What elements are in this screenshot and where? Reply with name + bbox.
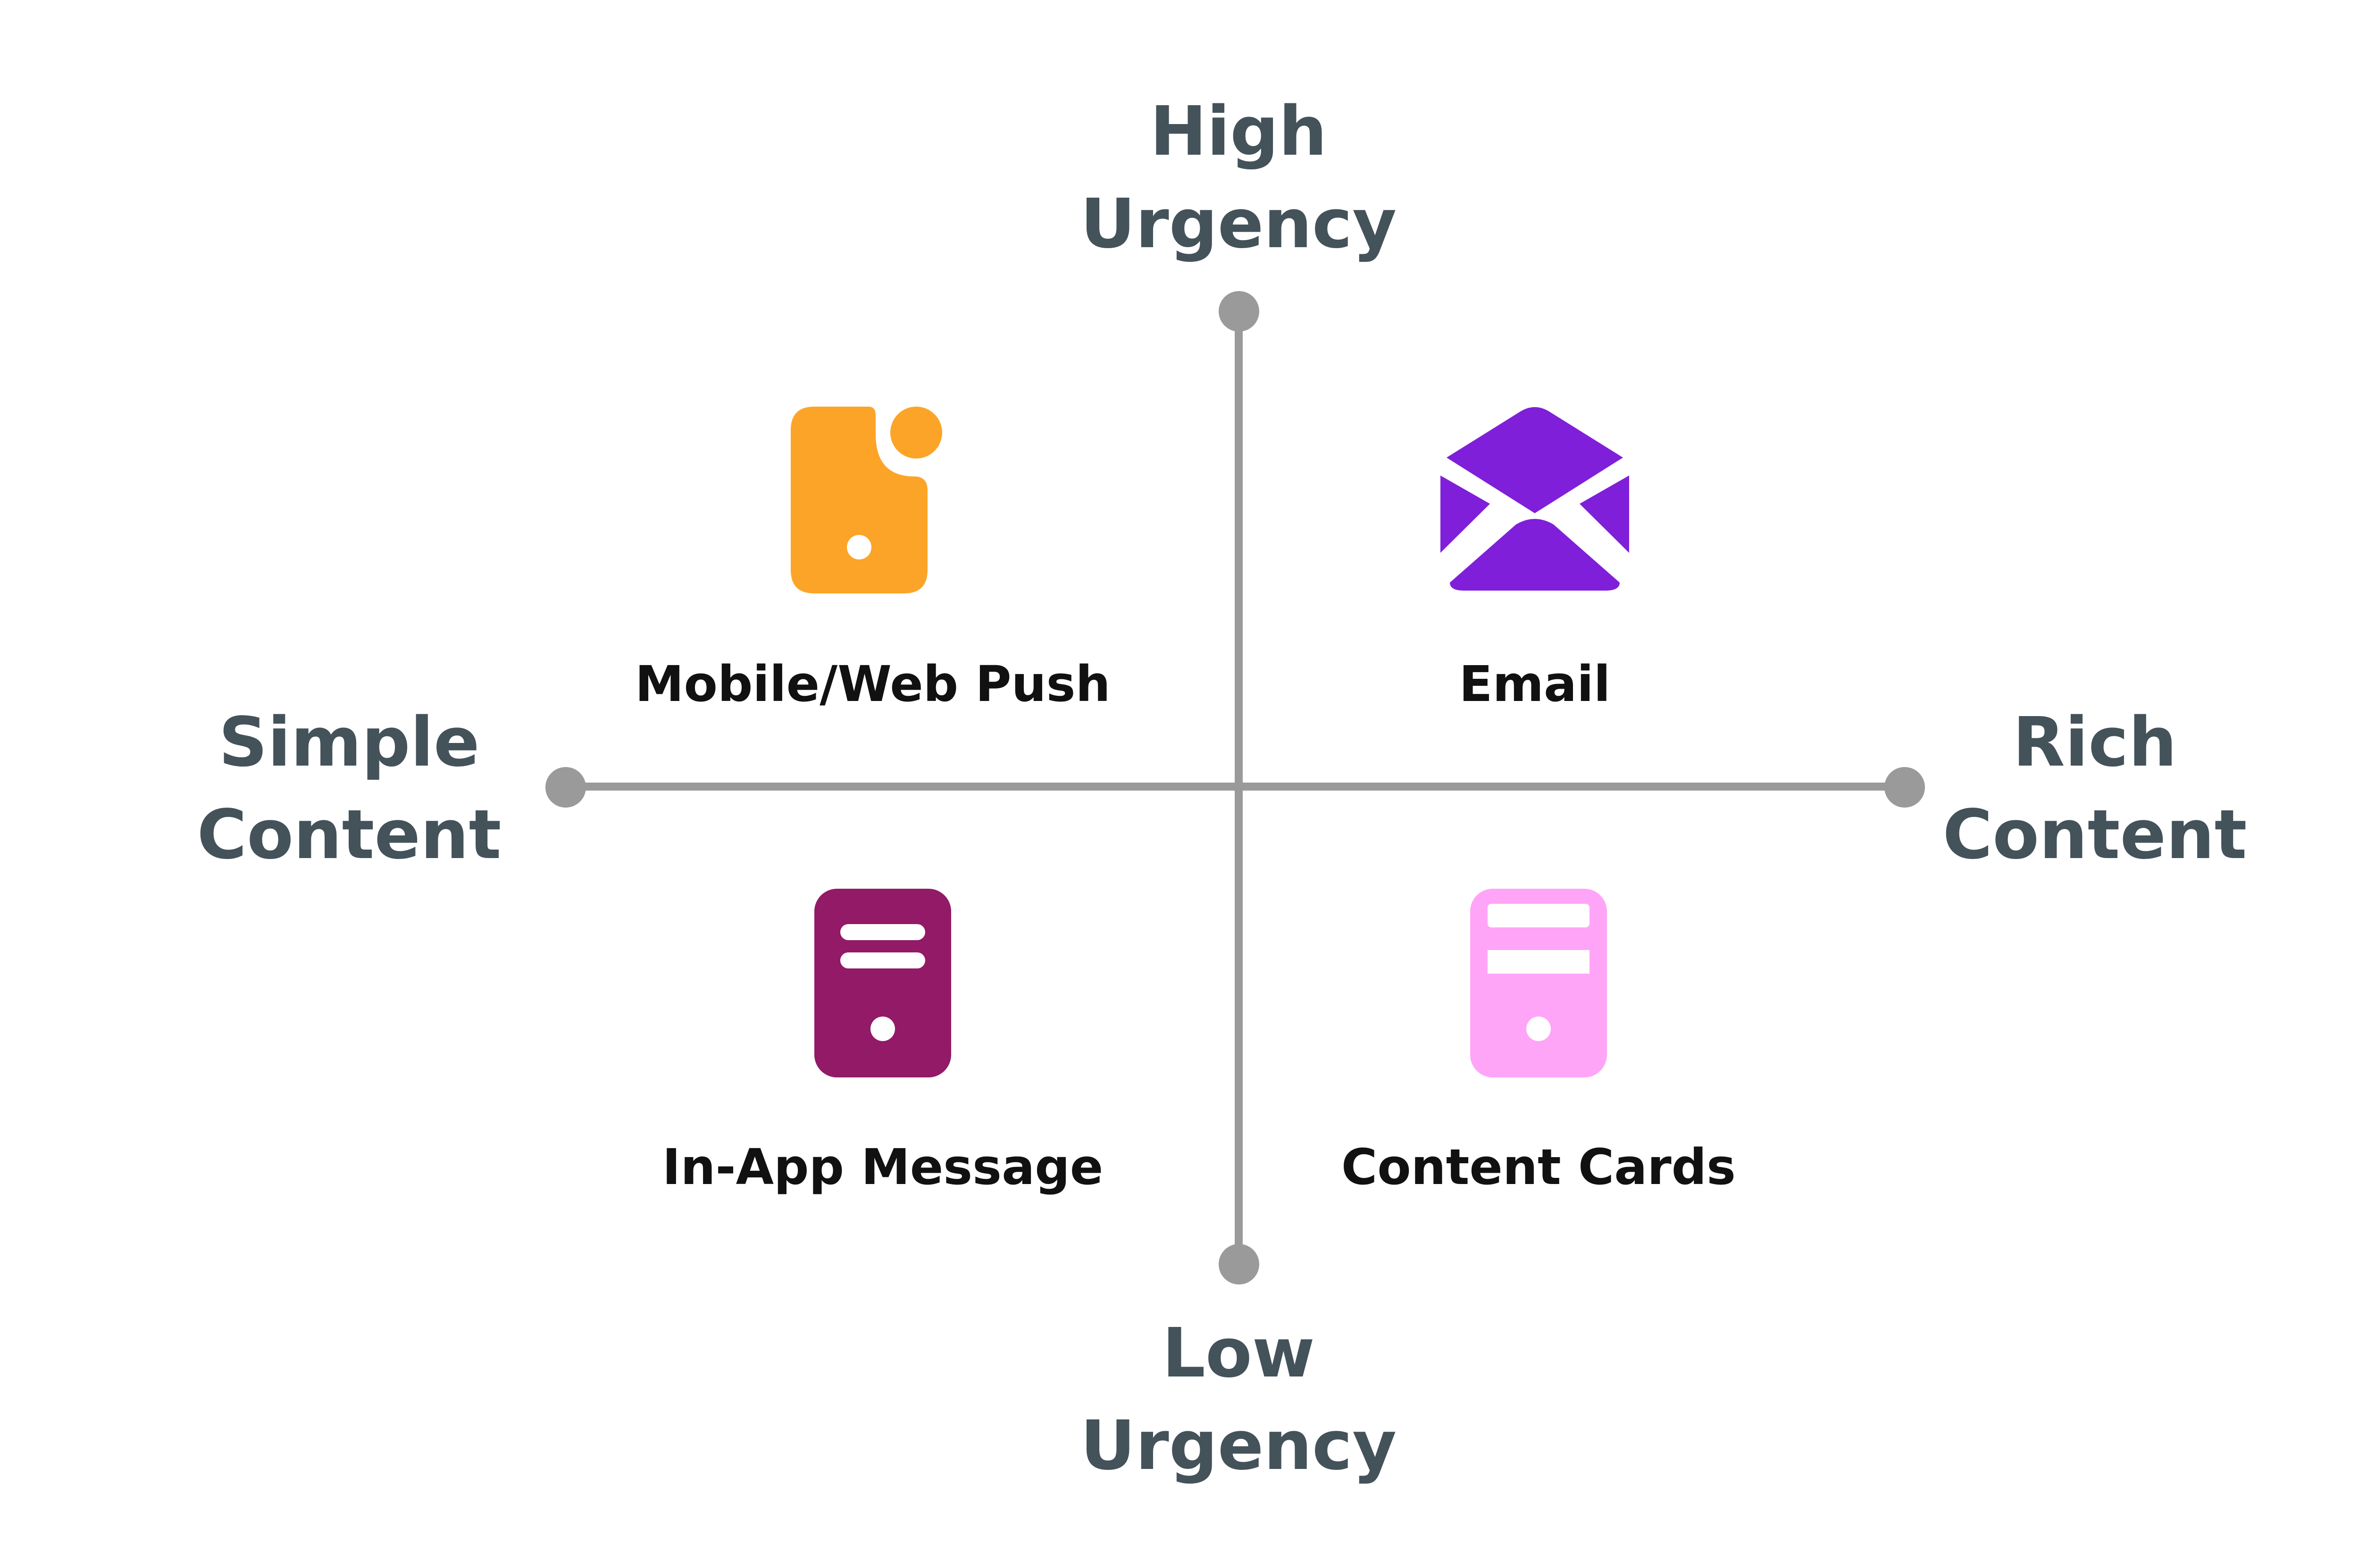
channel-mobile-web-push: Mobile/Web Push: [635, 406, 1111, 715]
axis-label-high-urgency: High Urgency: [1080, 92, 1397, 263]
axis-endpoint-left: [545, 767, 586, 808]
axis-label-low-urgency: Low Urgency: [1080, 1313, 1397, 1485]
axis-label-simple-content: Simple Content: [197, 702, 502, 874]
axis-label-rich-content: Rich Content: [1942, 702, 2247, 874]
channel-label: Mobile/Web Push: [635, 655, 1111, 713]
channel-email: Email: [1299, 406, 1771, 715]
in-app-message-icon: [814, 889, 951, 1077]
channel-label: Email: [1459, 655, 1611, 713]
axis-endpoint-bottom: [1219, 1244, 1259, 1284]
channel-label: Content Cards: [1341, 1138, 1736, 1196]
horizontal-axis-line: [565, 783, 1907, 791]
mobile-push-icon: [791, 407, 942, 593]
channel-label: In-App Message: [662, 1138, 1104, 1196]
envelope-icon: [1440, 407, 1629, 591]
channel-content-cards: Content Cards: [1303, 889, 1774, 1198]
channel-in-app-message: In-App Message: [647, 889, 1119, 1198]
content-cards-icon: [1470, 889, 1607, 1077]
axis-endpoint-right: [1884, 767, 1925, 808]
axis-endpoint-top: [1219, 291, 1259, 332]
